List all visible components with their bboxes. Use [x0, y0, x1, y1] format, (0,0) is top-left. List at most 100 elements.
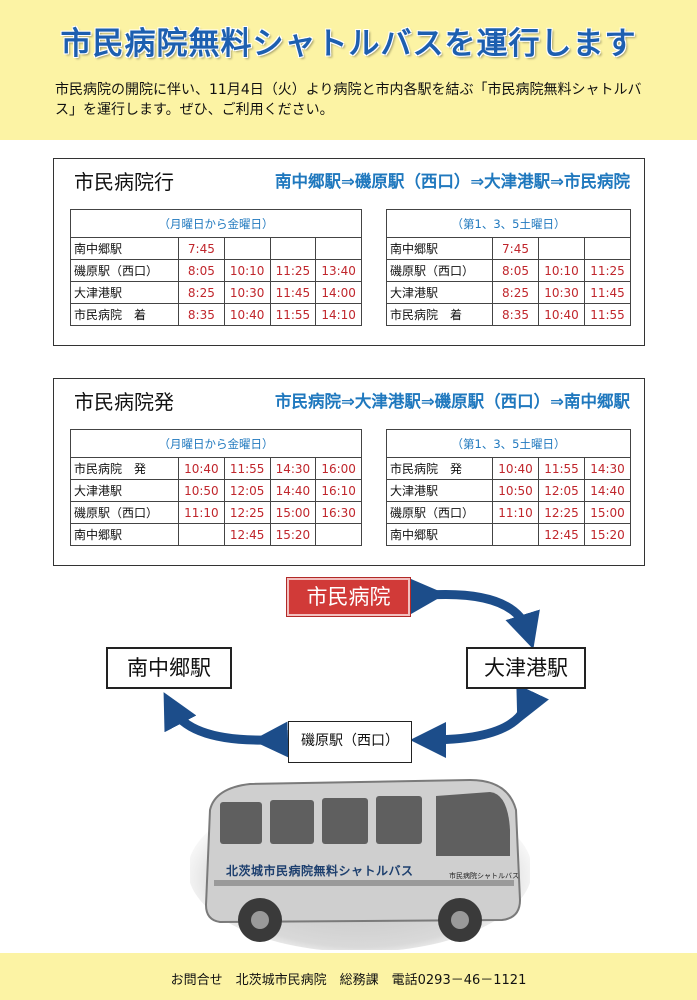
time-cell: 8:05 [492, 259, 539, 282]
outbound-timetable-panel: 市民病院発 市民病院⇒大津港駅⇒磯原駅（西口）⇒南中郷駅 （月曜日から金曜日） … [53, 378, 645, 566]
time-cell: 11:55 [584, 303, 631, 326]
station-cell: 磯原駅（西口） [70, 259, 179, 282]
time-cell: 13:40 [315, 259, 362, 282]
diagram-node-isohara: 磯原駅（西口） [288, 721, 412, 763]
table-row: 磯原駅（西口） 8:05 10:10 11:25 13:40 [70, 259, 362, 282]
station-cell: 市民病院 着 [70, 303, 179, 326]
table-row: 南中郷駅 7:45 [386, 237, 631, 260]
inbound-title: 市民病院行 [74, 170, 174, 194]
station-cell: 市民病院 発 [70, 457, 179, 480]
table-heading: （月曜日から金曜日） [70, 209, 362, 238]
time-cell: 12:45 [223, 523, 271, 546]
arrow-hospital-otsu-icon [409, 578, 540, 650]
time-cell: 11:10 [492, 501, 539, 524]
time-cell: 7:45 [178, 237, 225, 260]
time-cell [315, 237, 362, 260]
time-cell [584, 237, 631, 260]
time-cell: 15:00 [584, 501, 631, 524]
shuttle-bus-image [190, 778, 530, 950]
table-row: 市民病院 着 8:35 10:40 11:55 [386, 303, 631, 326]
table-row: 大津港駅 10:50 12:05 14:40 16:10 [70, 479, 362, 502]
time-cell: 14:30 [584, 457, 631, 480]
time-cell: 12:05 [223, 479, 271, 502]
time-cell: 12:25 [538, 501, 585, 524]
intro-text: 市民病院の開院に伴い、11月4日（火）より病院と市内各駅を結ぶ「市民病院無料シャ… [55, 82, 642, 118]
arrow-otsu-isohara-icon [410, 684, 549, 758]
time-cell: 8:35 [492, 303, 539, 326]
time-cell: 14:10 [315, 303, 362, 326]
table-row: 市民病院 発 10:40 11:55 14:30 16:00 [70, 457, 362, 480]
table-row: 磯原駅（西口） 8:05 10:10 11:25 [386, 259, 631, 282]
time-cell: 16:10 [315, 479, 362, 502]
table-row: 市民病院 着 8:35 10:40 11:55 14:10 [70, 303, 362, 326]
time-cell [315, 523, 362, 546]
footer-band: お問合せ 北茨城市民病院 総務課 電話0293－46－1121 [0, 953, 697, 1000]
table-row: 市民病院 発 10:40 11:55 14:30 [386, 457, 631, 480]
header-band: 市民病院無料シャトルバスを運行します 市民病院の開院に伴い、11月4日（火）より… [0, 0, 697, 140]
time-cell: 10:10 [538, 259, 585, 282]
time-cell: 14:00 [315, 281, 362, 304]
time-cell: 10:30 [538, 281, 585, 304]
page-title: 市民病院無料シャトルバスを運行します [60, 26, 637, 62]
time-cell [223, 237, 271, 260]
time-cell: 14:40 [269, 479, 317, 502]
time-cell: 11:45 [584, 281, 631, 304]
time-cell: 16:00 [315, 457, 362, 480]
time-cell: 8:35 [178, 303, 225, 326]
time-cell: 10:50 [492, 479, 539, 502]
diagram-node-minami: 南中郷駅 [106, 647, 232, 689]
station-cell: 南中郷駅 [386, 237, 493, 260]
time-cell [178, 523, 225, 546]
inbound-weekday-table: （月曜日から金曜日） 南中郷駅 7:45 磯原駅（西口） 8:05 10:10 … [70, 209, 362, 326]
outbound-saturday-table: （第1、3、5土曜日） 市民病院 発 10:40 11:55 14:30 大津港… [386, 429, 631, 546]
table-row: 大津港駅 10:50 12:05 14:40 [386, 479, 631, 502]
time-cell [492, 523, 539, 546]
time-cell: 10:10 [223, 259, 271, 282]
station-cell: 大津港駅 [386, 479, 493, 502]
time-cell: 14:40 [584, 479, 631, 502]
time-cell: 10:40 [223, 303, 271, 326]
time-cell: 7:45 [492, 237, 539, 260]
table-row: 磯原駅（西口） 11:10 12:25 15:00 [386, 501, 631, 524]
time-cell: 11:45 [269, 281, 317, 304]
outbound-route: 市民病院⇒大津港駅⇒磯原駅（西口）⇒南中郷駅 [275, 392, 630, 411]
outbound-title: 市民病院発 [74, 390, 174, 414]
diagram-node-otsu: 大津港駅 [466, 647, 586, 689]
inbound-timetable-panel: 市民病院行 南中郷駅⇒磯原駅（西口）⇒大津港駅⇒市民病院 （月曜日から金曜日） … [53, 158, 645, 346]
time-cell: 11:25 [269, 259, 317, 282]
time-cell: 10:40 [492, 457, 539, 480]
time-cell: 11:55 [269, 303, 317, 326]
time-cell: 8:05 [178, 259, 225, 282]
route-diagram-arrows [163, 578, 549, 758]
time-cell: 11:55 [538, 457, 585, 480]
station-cell: 磯原駅（西口） [386, 259, 493, 282]
time-cell [538, 237, 585, 260]
table-row: 磯原駅（西口） 11:10 12:25 15:00 16:30 [70, 501, 362, 524]
arrow-isohara-minami-icon [163, 692, 289, 758]
inbound-route: 南中郷駅⇒磯原駅（西口）⇒大津港駅⇒市民病院 [275, 172, 630, 191]
time-cell [269, 237, 317, 260]
station-cell: 大津港駅 [70, 479, 179, 502]
table-heading: （第1、3、5土曜日） [386, 429, 631, 458]
time-cell: 12:05 [538, 479, 585, 502]
table-row: 南中郷駅 12:45 15:20 [70, 523, 362, 546]
outbound-weekday-table: （月曜日から金曜日） 市民病院 発 10:40 11:55 14:30 16:0… [70, 429, 362, 546]
time-cell: 11:25 [584, 259, 631, 282]
station-cell: 市民病院 着 [386, 303, 493, 326]
time-cell: 15:20 [584, 523, 631, 546]
table-row: 南中郷駅 12:45 15:20 [386, 523, 631, 546]
station-cell: 大津港駅 [386, 281, 493, 304]
table-row: 大津港駅 8:25 10:30 11:45 14:00 [70, 281, 362, 304]
time-cell: 11:10 [178, 501, 225, 524]
time-cell: 10:50 [178, 479, 225, 502]
time-cell: 8:25 [178, 281, 225, 304]
time-cell: 16:30 [315, 501, 362, 524]
time-cell: 15:20 [269, 523, 317, 546]
station-cell: 南中郷駅 [386, 523, 493, 546]
time-cell: 12:25 [223, 501, 271, 524]
table-row: 大津港駅 8:25 10:30 11:45 [386, 281, 631, 304]
station-cell: 磯原駅（西口） [386, 501, 493, 524]
station-cell: 磯原駅（西口） [70, 501, 179, 524]
station-cell: 市民病院 発 [386, 457, 493, 480]
inbound-saturday-table: （第1、3、5土曜日） 南中郷駅 7:45 磯原駅（西口） 8:05 10:10… [386, 209, 631, 326]
